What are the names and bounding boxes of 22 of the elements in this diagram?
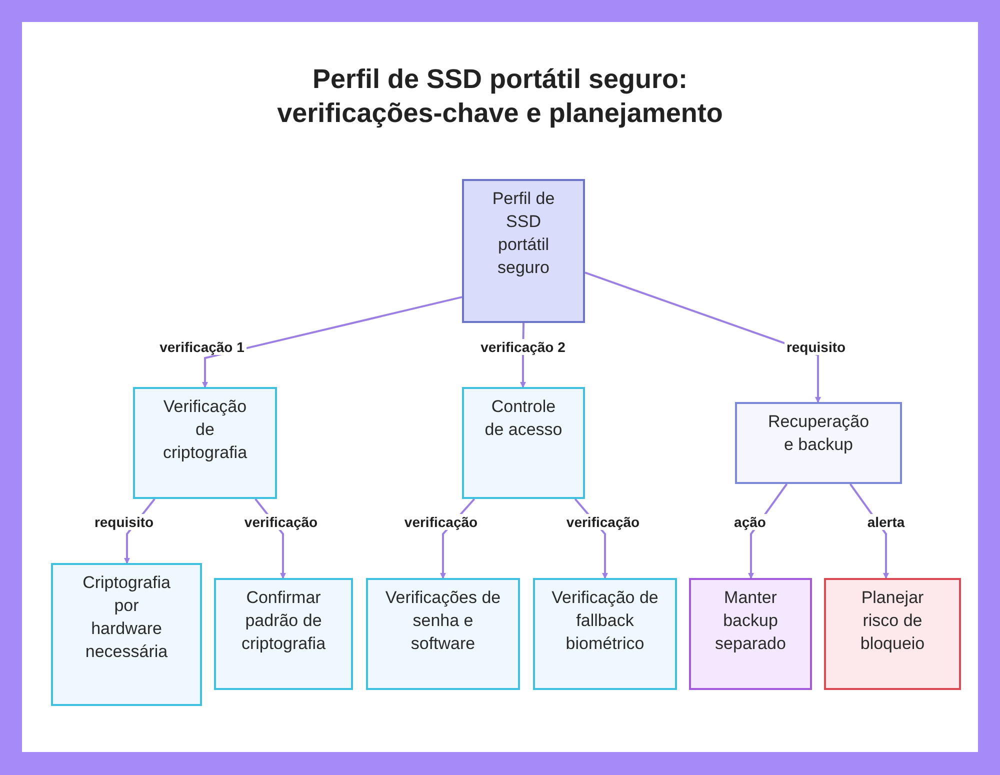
edge-label: ação	[732, 514, 768, 530]
edge-label: requisito	[784, 339, 848, 355]
connector-arrow	[202, 296, 462, 388]
process-box: Verificação de criptografia	[133, 387, 277, 499]
diagram-title: Perfil de SSD portátil seguro: verificações-chave e planejamento	[276, 63, 724, 130]
process-box: Verificação de fallback biométrico	[533, 578, 677, 690]
edge-label: verificação 2	[478, 339, 568, 355]
connector-arrow	[584, 272, 821, 403]
process-box: Confirmar padrão de criptografia	[214, 578, 353, 690]
process-box: Planejar risco de bloqueio	[824, 578, 961, 690]
edge-label: verificação	[402, 514, 480, 530]
process-box: Criptografia por hardware necessária	[51, 563, 202, 706]
edge-label: requisito	[92, 514, 156, 530]
process-box: Recuperação e backup	[735, 402, 902, 484]
edge-label: alerta	[865, 514, 907, 530]
process-box: Perfil de SSD portátil seguro	[462, 179, 585, 323]
edge-label: verificação	[242, 514, 320, 530]
process-box: Controle de acesso	[462, 387, 585, 499]
process-box: Manter backup separado	[689, 578, 812, 690]
process-box: Verificações de senha e software	[366, 578, 520, 690]
edge-label: verificação 1	[158, 339, 246, 355]
edge-label: verificação	[564, 514, 642, 530]
